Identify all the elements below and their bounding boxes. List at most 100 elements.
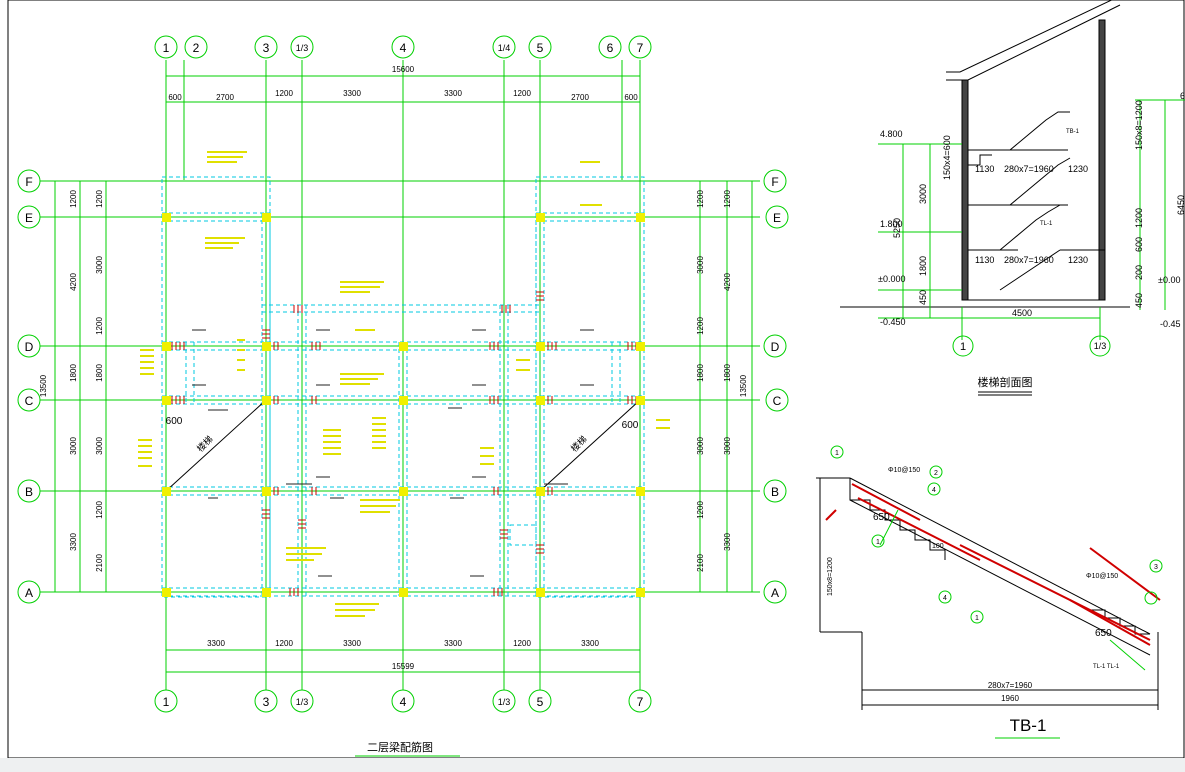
elev-0000: ±0.000 xyxy=(878,274,905,284)
dim-top-2: 2700 xyxy=(216,93,234,102)
tb1-650-right: 650 xyxy=(1095,628,1112,639)
dim-left-inner-1: 1200 xyxy=(95,190,104,208)
dim-left-inner-2: 3000 xyxy=(95,256,104,274)
tb1-total: 1960 xyxy=(1001,694,1019,703)
axis-bottom-7: 7 xyxy=(637,695,644,709)
dim-top-4: 3300 xyxy=(343,89,361,98)
dim-right-inner-6: 1200 xyxy=(696,501,705,519)
dim-left-inner-4: 1800 xyxy=(95,364,104,382)
dim-left-inner-7: 2100 xyxy=(95,554,104,572)
dim-left-inner-3: 1200 xyxy=(95,317,104,335)
dim-600-left: 600 xyxy=(166,416,183,427)
tb1-marker-6: 1 xyxy=(975,615,979,622)
dim-150x8: 150x8=1200 xyxy=(1134,100,1144,150)
section-axis-1: 1 xyxy=(960,341,966,353)
dim-450: 450 xyxy=(918,290,928,305)
tb1-leaders xyxy=(830,445,1163,671)
axis-left-C: C xyxy=(25,394,34,408)
dim-200: 200 xyxy=(1134,265,1144,280)
dim-left-outer-4: 3000 xyxy=(69,437,78,455)
run-lower: 280x7=1960 xyxy=(1004,255,1054,265)
landing-1230-upper: 1230 xyxy=(1068,164,1088,174)
elev-4800: 4.800 xyxy=(880,129,903,139)
axis-top-6: 1/4 xyxy=(498,43,511,53)
dim-6450: 6450 xyxy=(1176,195,1185,215)
tb1-marker-1: 1 xyxy=(835,450,839,457)
dim-right-inner-1: 1200 xyxy=(696,190,705,208)
dim-right-outer-4: 3000 xyxy=(723,437,732,455)
dim-600-right: 600 xyxy=(622,420,639,431)
axis-bottom-2: 3 xyxy=(263,695,270,709)
axis-right-D: D xyxy=(771,340,780,354)
axis-top-9: 7 xyxy=(637,41,644,55)
dim-left-outer-2: 4200 xyxy=(69,273,78,291)
stair-label-right: 楼梯 xyxy=(568,433,589,454)
dim-right-outer-3: 1800 xyxy=(723,364,732,382)
dim-bottom-total: 15599 xyxy=(392,662,415,671)
axis-top-4: 1/3 xyxy=(296,43,309,53)
landing-1130-lower: 1130 xyxy=(975,255,994,265)
axis-left-D: D xyxy=(25,340,34,354)
dim-right-inner-5: 3000 xyxy=(696,437,705,455)
dim-450-right: 450 xyxy=(1134,293,1144,308)
dim-top-5: 3300 xyxy=(444,89,462,98)
status-bar xyxy=(0,758,1185,772)
dim-right-total: 13500 xyxy=(739,374,748,397)
tb1-bar-right: Φ10@150 xyxy=(1086,573,1118,580)
landing-1230-lower: 1230 xyxy=(1068,255,1088,265)
axis-right-C: C xyxy=(773,394,782,408)
axis-right-E: E xyxy=(773,211,781,225)
dim-600: 600 xyxy=(1134,237,1144,252)
dim-top-total: 15600 xyxy=(392,65,415,74)
dim-left-outer-3: 1800 xyxy=(69,364,78,382)
axis-bottom-4: 4 xyxy=(400,695,407,709)
callout-strokes xyxy=(192,329,594,577)
section-axis-13: 1/3 xyxy=(1094,341,1107,351)
axis-left-F: F xyxy=(25,175,32,189)
section-title: 楼梯剖面图 xyxy=(978,375,1033,389)
plan-title: 二层梁配筋图 xyxy=(367,740,433,754)
dim-bottom-5: 1200 xyxy=(513,639,531,648)
dim-right-inner-4: 1800 xyxy=(696,364,705,382)
tb1-marker-2: 2 xyxy=(934,470,938,477)
section-dimension-lines xyxy=(878,99,1185,357)
dim-top-8: 600 xyxy=(624,93,638,102)
axis-bubbles xyxy=(17,35,789,713)
tb1-marker-7: 4 xyxy=(943,595,947,602)
axis-top-2: 2 xyxy=(193,41,200,55)
axis-labels: 1 2 3 1/3 4 1/4 5 6 7 1 3 1/3 4 1/3 5 7 … xyxy=(25,41,782,709)
tb1-bar-top: Φ10@150 xyxy=(888,467,920,474)
tb1-rebar xyxy=(825,483,1161,646)
elev-1800: 1.800 xyxy=(880,219,903,229)
dim-right-outer-5: 3300 xyxy=(723,533,732,551)
dim-1200: 1200 xyxy=(1134,208,1144,228)
dim-1800: 1800 xyxy=(918,256,928,276)
tb1-label: TB-1 xyxy=(1066,129,1080,135)
dim-3000: 3000 xyxy=(918,184,928,204)
dim-top-7: 2700 xyxy=(571,93,589,102)
axis-top-1: 1 xyxy=(163,41,170,55)
dim-bottom-1: 3300 xyxy=(207,639,225,648)
rebar-marks xyxy=(171,291,637,596)
dim-top-3: 1200 xyxy=(275,89,293,98)
axis-bottom-6: 5 xyxy=(537,695,544,709)
dim-left-inner-5: 3000 xyxy=(95,437,104,455)
tb1-labels: Φ10@150 Φ10@150 650 650 100 150x8=1200 T… xyxy=(827,450,1158,703)
dim-right-inner-7: 2100 xyxy=(696,554,705,572)
axis-bottom-5: 1/3 xyxy=(498,697,511,707)
dim-bottom-4: 3300 xyxy=(444,639,462,648)
dim-right-inner-3: 1200 xyxy=(696,317,705,335)
axis-bottom-1: 1 xyxy=(163,695,170,709)
tb1-title: TB-1 xyxy=(1010,716,1047,735)
elev-0450-right: -0.45 xyxy=(1160,319,1181,329)
dim-right-outer-2: 4200 xyxy=(723,273,732,291)
landing-1130-upper: 1130 xyxy=(975,164,994,174)
stair-section xyxy=(840,0,1130,308)
elev-0000-right: ±0.00 xyxy=(1158,275,1180,285)
dim-150x4: 150x4=600 xyxy=(942,135,952,180)
axis-left-E: E xyxy=(25,211,33,225)
axis-right-A: A xyxy=(771,586,779,600)
axis-top-7: 5 xyxy=(537,41,544,55)
tb1-650-left: 650 xyxy=(873,512,890,523)
section-labels: 4.800 1.800 ±0.000 -0.450 ±0.00 -0.45 6 … xyxy=(878,91,1185,353)
